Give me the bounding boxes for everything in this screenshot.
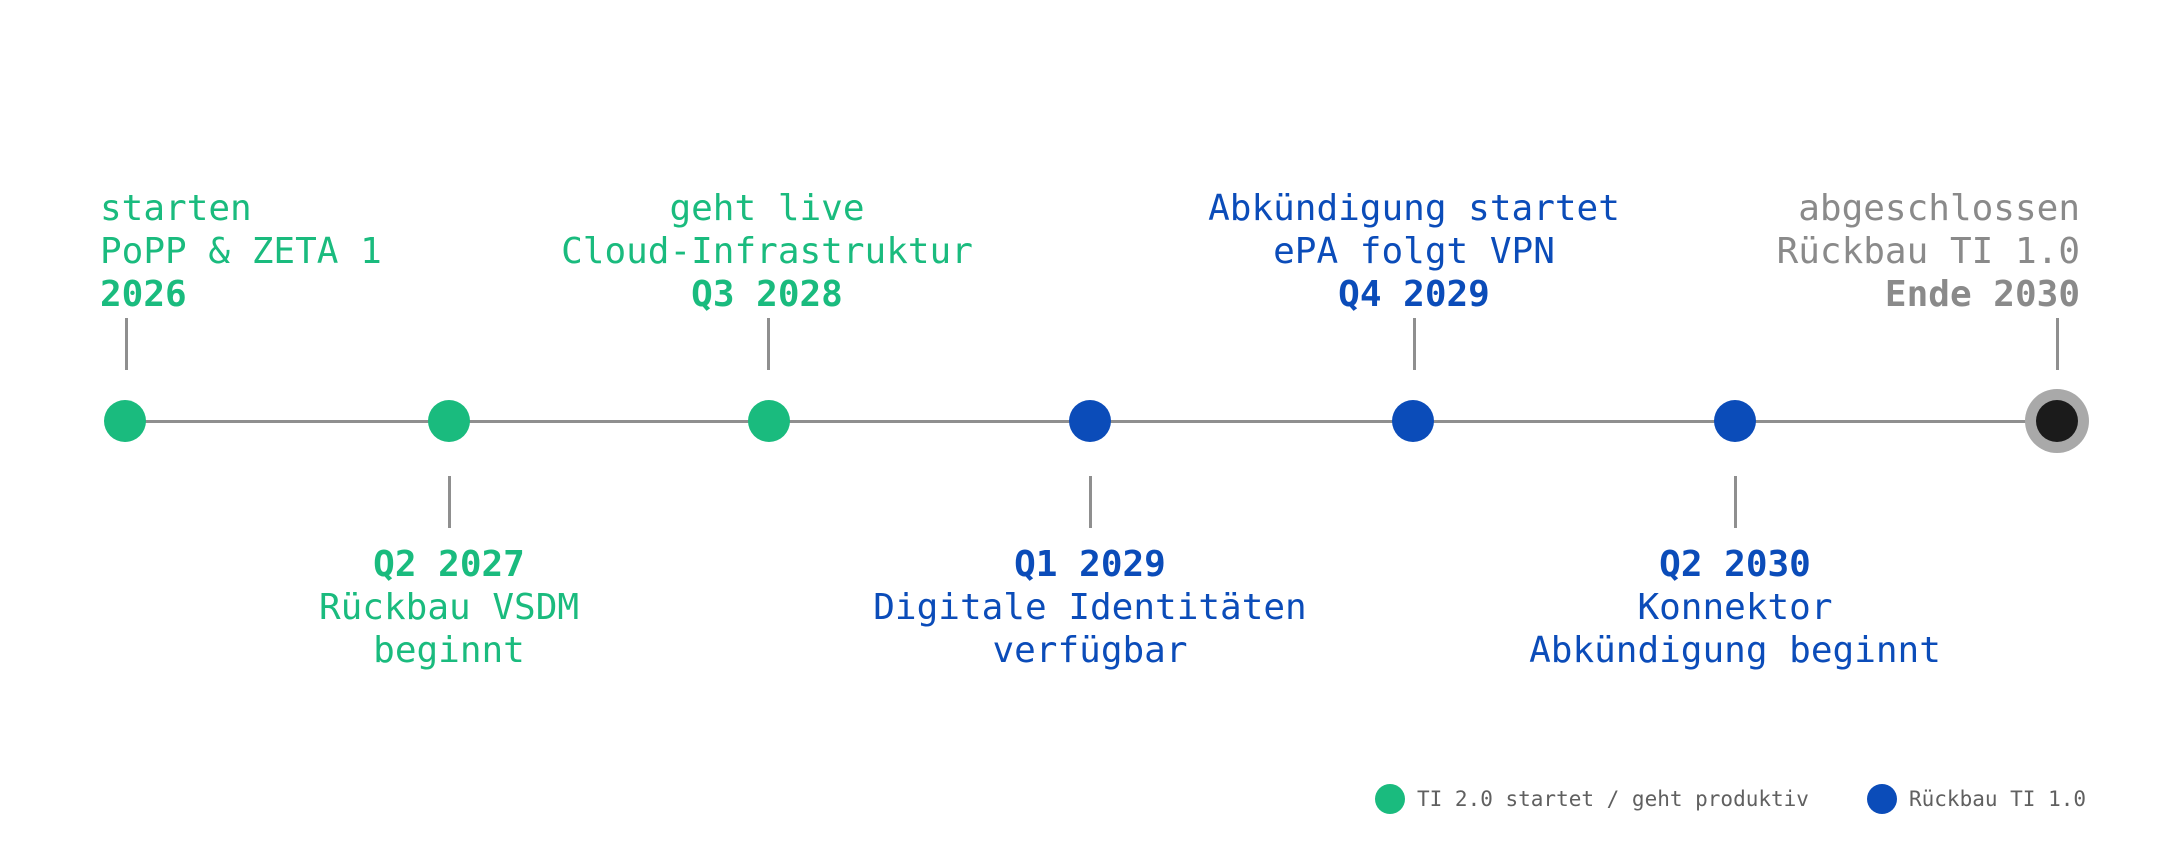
milestone-text-line: Cloud-Infrastruktur: [561, 231, 973, 272]
milestone-label-q3-2028: geht live Cloud-Infrastruktur Q3 2028: [561, 187, 973, 316]
milestone-text-line: Rückbau TI 1.0: [1776, 231, 2080, 272]
milestone-text-line: beginnt: [373, 630, 525, 671]
legend-item-ti20: TI 2.0 startet / geht produktiv: [1375, 784, 1809, 814]
milestone-text-line: Abkündigung beginnt: [1529, 630, 1941, 671]
milestone-text-line: abgeschlossen: [1798, 188, 2080, 229]
milestone-dot-q3-2028: [748, 400, 790, 442]
milestone-text-line: starten: [100, 188, 252, 229]
legend-item-rueckbau: Rückbau TI 1.0: [1867, 784, 2086, 814]
connector-tick-q2-2027: [448, 476, 451, 528]
milestone-text-line: Rückbau VSDM: [318, 587, 580, 628]
milestone-text-line: geht live: [669, 188, 865, 229]
milestone-dot-q1-2029: [1069, 400, 1111, 442]
milestone-dot-q2-2030: [1714, 400, 1756, 442]
milestone-dot-ende-2030: [2025, 389, 2089, 453]
legend-swatch-green: [1375, 784, 1405, 814]
milestone-dot-q2-2027: [428, 400, 470, 442]
milestone-label-q4-2029: Abkündigung startet ePA folgt VPN Q4 202…: [1208, 187, 1620, 316]
milestone-date: Q1 2029: [1014, 544, 1166, 585]
milestone-label-q1-2029: Q1 2029 Digitale Identitäten verfügbar: [873, 543, 1306, 672]
milestone-label-q2-2027: Q2 2027 Rückbau VSDM beginnt: [319, 543, 579, 672]
milestone-date: Q4 2029: [1338, 274, 1490, 315]
milestone-date: 2026: [100, 274, 187, 315]
milestone-label-q2-2030: Q2 2030 Konnektor Abkündigung beginnt: [1529, 543, 1941, 672]
connector-tick-q3-2028: [767, 318, 770, 370]
connector-tick-ende-2030: [2056, 318, 2059, 370]
milestone-dot-2026: [104, 400, 146, 442]
milestone-text-line: ePA folgt VPN: [1273, 231, 1555, 272]
connector-tick-q4-2029: [1413, 318, 1416, 370]
milestone-label-2026: starten PoPP & ZETA 1 2026: [100, 187, 382, 316]
milestone-text-line: Digitale Identitäten: [873, 587, 1307, 628]
milestone-text-line: PoPP & ZETA 1: [100, 231, 382, 272]
connector-tick-q2-2030: [1734, 476, 1737, 528]
legend-swatch-blue: [1867, 784, 1897, 814]
milestone-text-line: Konnektor: [1637, 587, 1833, 628]
connector-tick-q1-2029: [1089, 476, 1092, 528]
milestone-date: Q2 2030: [1659, 544, 1811, 585]
connector-tick-2026: [125, 318, 128, 370]
milestone-dot-ende-2030-core: [2036, 400, 2078, 442]
milestone-text-line: verfügbar: [992, 630, 1188, 671]
milestone-date: Ende 2030: [1884, 274, 2080, 315]
legend-label: Rückbau TI 1.0: [1909, 787, 2087, 811]
milestone-text-line: Abkündigung startet: [1208, 188, 1620, 229]
milestone-label-ende-2030: abgeschlossen Rückbau TI 1.0 Ende 2030: [1777, 187, 2080, 316]
milestone-dot-q4-2029: [1392, 400, 1434, 442]
milestone-date: Q2 2027: [373, 544, 525, 585]
milestone-date: Q3 2028: [691, 274, 843, 315]
legend-label: TI 2.0 startet / geht produktiv: [1417, 787, 1809, 811]
